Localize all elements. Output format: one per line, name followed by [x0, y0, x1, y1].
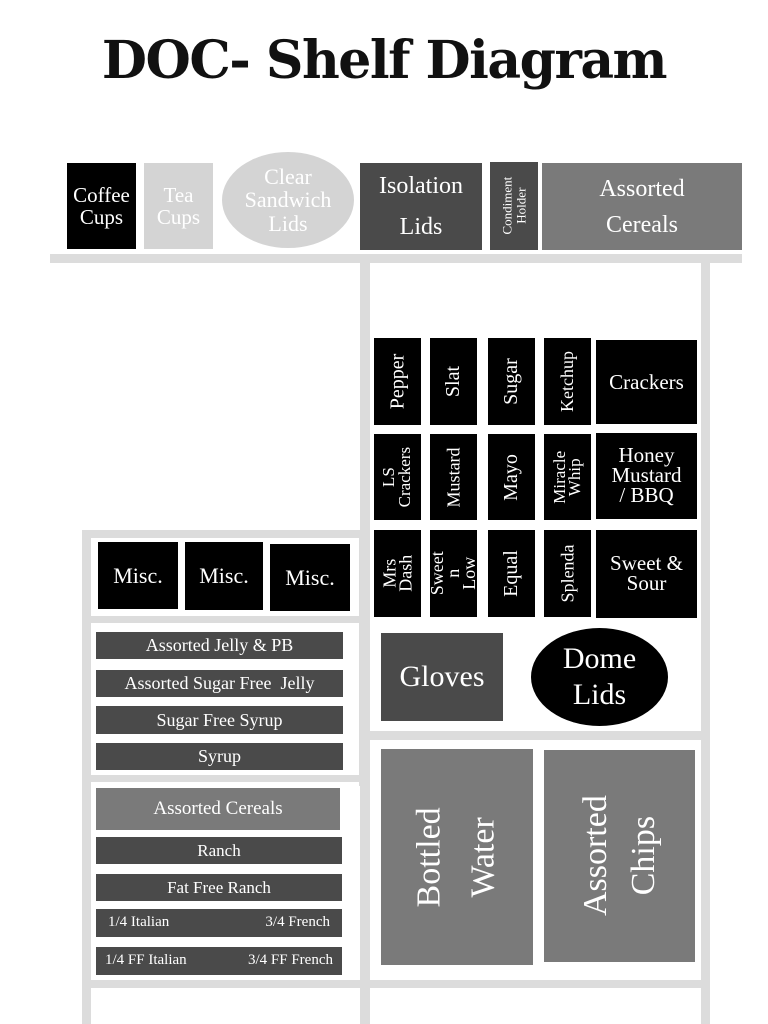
assorted-cereals-bottom: Assorted Cereals	[96, 788, 340, 830]
left-top-shelf	[82, 530, 370, 538]
slat: Slat	[430, 338, 477, 425]
pepper-label: Pepper	[386, 353, 409, 410]
right-post	[701, 254, 710, 1024]
equal-label: Equal	[500, 550, 522, 597]
left-shelf-3	[91, 775, 361, 782]
misc-3: Misc.	[270, 544, 350, 611]
italian-label: 1/4 Italian	[108, 914, 170, 931]
pepper: Pepper	[374, 338, 421, 425]
syrup: Syrup	[96, 743, 343, 770]
coffee-cups: Coffee Cups	[67, 163, 136, 249]
mustard-label: Mustard	[443, 446, 464, 507]
sweet-and-sour: Sweet & Sour	[596, 530, 697, 618]
italian-french-row: 1/4 Italian 3/4 French	[96, 909, 342, 937]
tea-cups: Tea Cups	[144, 163, 213, 249]
page-title: DOC- Shelf Diagram	[101, 30, 668, 91]
sugar: Sugar	[488, 338, 535, 425]
assorted-sugar-free-jelly: Assorted Sugar Free Jelly	[96, 670, 343, 697]
mrs-dash-label: Mrs Dash	[379, 555, 416, 592]
assorted-chips-label: Assorted Chips	[576, 795, 662, 917]
right-shelf-mid	[370, 731, 702, 740]
sweet-n-low-label: Sweet n Low	[427, 551, 480, 596]
ranch: Ranch	[96, 837, 342, 864]
ff-italian-french-row: 1/4 FF Italian 3/4 FF French	[96, 947, 342, 975]
left-post	[82, 530, 91, 1024]
fat-free-ranch: Fat Free Ranch	[96, 874, 342, 901]
right-shelf-bottom	[370, 980, 702, 988]
honey-mustard-bbq: Honey Mustard / BBQ	[596, 433, 697, 519]
slat-label: Slat	[442, 365, 464, 398]
misc-2: Misc.	[185, 542, 263, 610]
ff-french-label: 3/4 FF French	[247, 952, 333, 969]
left-shelf-4	[91, 980, 361, 988]
top-shelf-line	[50, 254, 742, 263]
ff-italian-label: 1/4 FF Italian	[105, 952, 187, 969]
dome-lids: Dome Lids	[531, 628, 668, 726]
sugar-free-syrup: Sugar Free Syrup	[96, 706, 343, 734]
ls-crackers-label: LS Crackers	[379, 446, 415, 508]
clear-sandwich-lids: Clear Sandwich Lids	[222, 152, 354, 248]
gloves: Gloves	[381, 633, 503, 721]
mustard: Mustard	[430, 434, 477, 520]
bottled-water-label: Bottled Water	[410, 806, 502, 908]
left-shelf-2	[91, 616, 361, 623]
mrs-dash: Mrs Dash	[374, 530, 421, 617]
sweet-n-low: Sweet n Low	[427, 530, 480, 617]
left-shelf-divider	[359, 538, 368, 786]
crackers: Crackers	[596, 340, 697, 424]
isolation-lids: Isolation Lids	[360, 163, 482, 250]
assorted-cereals-top: Assorted Cereals	[542, 163, 742, 250]
splenda: Splenda	[544, 530, 591, 617]
sugar-label: Sugar	[499, 358, 522, 405]
misc-1: Misc.	[98, 542, 178, 609]
condiment-holder: Condiment Holder	[490, 162, 538, 250]
ketchup-label: Ketchup	[557, 351, 578, 412]
splenda-label: Splenda	[557, 544, 578, 603]
ls-crackers: LS Crackers	[374, 434, 421, 520]
assorted-chips: Assorted Chips	[544, 750, 695, 962]
assorted-jelly-pb: Assorted Jelly & PB	[96, 632, 343, 659]
mayo-label: Mayo	[499, 453, 522, 501]
ketchup: Ketchup	[544, 338, 591, 425]
french-label: 3/4 French	[265, 914, 330, 931]
miracle-whip-label: Miracle Whip	[550, 450, 585, 504]
bottled-water: Bottled Water	[381, 749, 533, 965]
mayo: Mayo	[488, 434, 535, 520]
condiment-holder-label: Condiment Holder	[499, 177, 528, 235]
equal: Equal	[488, 530, 535, 617]
miracle-whip: Miracle Whip	[544, 434, 591, 520]
